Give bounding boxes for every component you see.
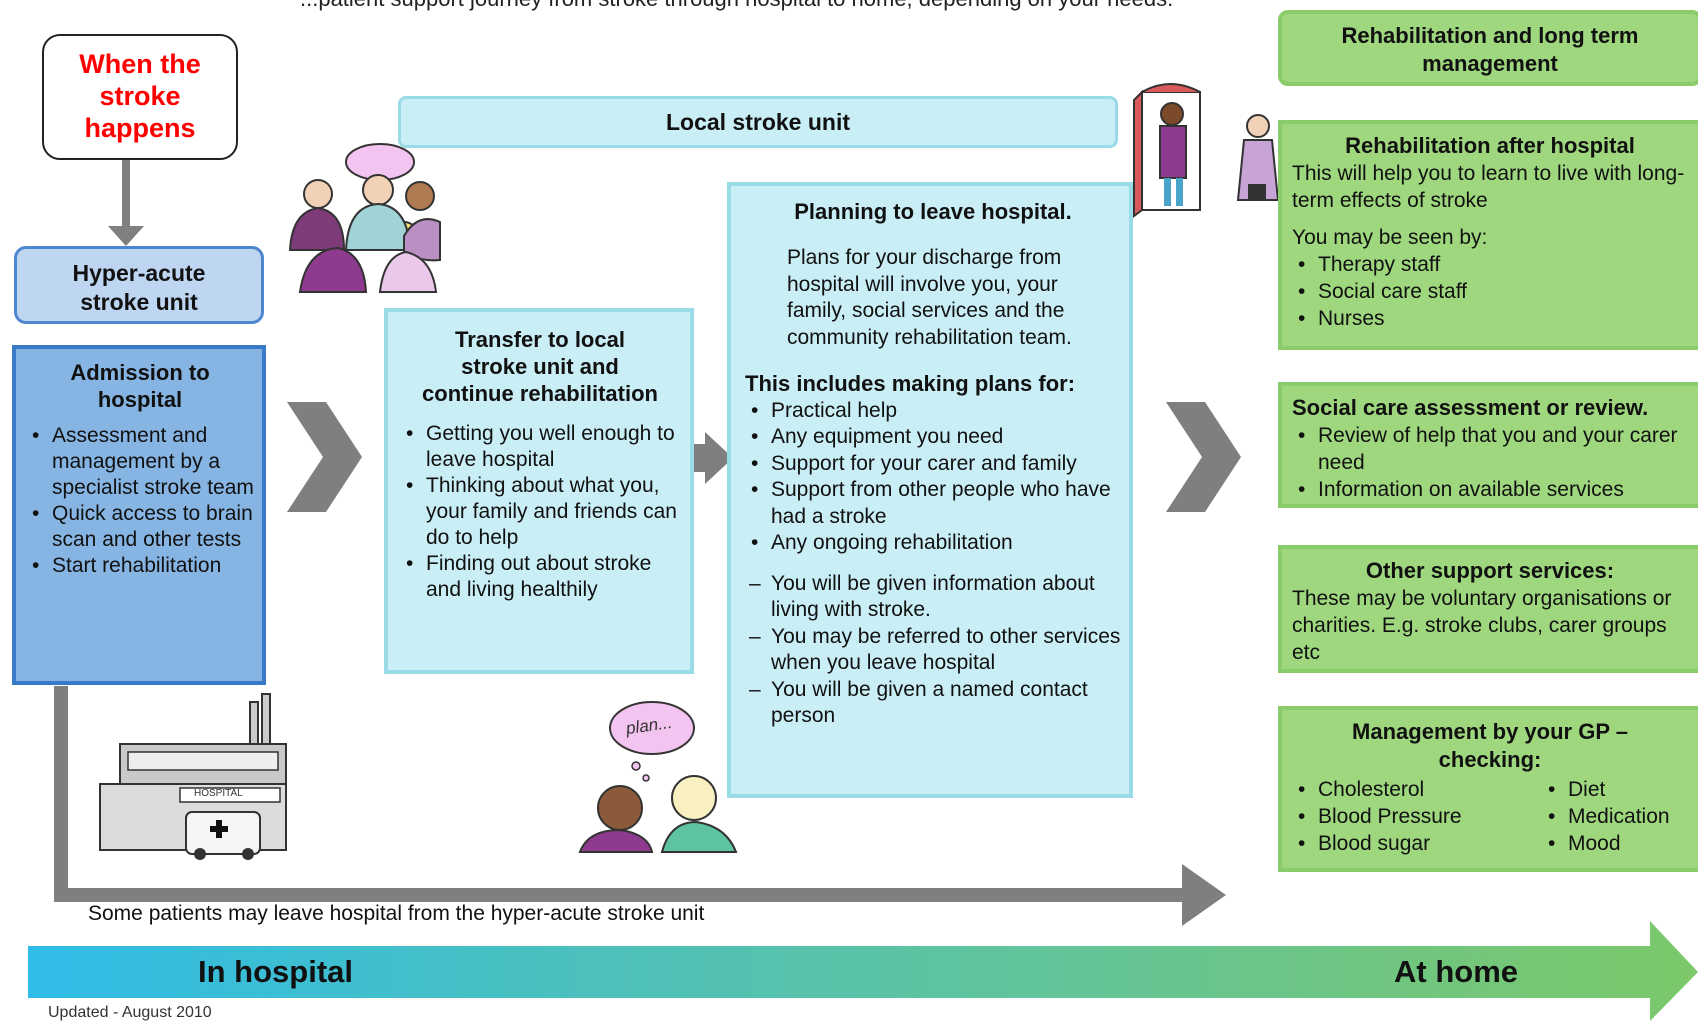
transfer-title-line-2: stroke unit and <box>461 354 619 379</box>
rehab-after-list: Therapy staff Social care staff Nurses <box>1292 251 1688 332</box>
social-care-box: Social care assessment or review. Review… <box>1278 382 1698 508</box>
connector-arrow-down <box>108 160 144 246</box>
transfer-title-line-3: continue rehabilitation <box>422 381 658 406</box>
rehab-long-line-1: Rehabilitation and long term <box>1341 23 1639 48</box>
admission-title-line-2: hospital <box>97 387 183 412</box>
social-item: Information on available services <box>1292 476 1688 503</box>
planning-dash-list: You will be given information about livi… <box>745 571 1121 730</box>
planning-includes-heading: This includes making plans for: <box>745 371 1076 396</box>
transfer-item: Getting you well enough to leave hospita… <box>400 421 680 473</box>
people-group-illustration <box>288 143 441 293</box>
transfer-item: Finding out about stroke and living heal… <box>400 551 680 603</box>
intro-text: ...patient support journey from stroke t… <box>300 0 1173 12</box>
local-stroke-unit-header: Local stroke unit <box>398 96 1118 148</box>
gp-title-line-2: checking: <box>1438 747 1542 772</box>
admission-item: Quick access to brain scan and other tes… <box>26 501 254 553</box>
small-right-arrow <box>687 432 733 484</box>
planning-dash-item: You will be given a named contact person <box>745 677 1121 730</box>
nurse-door-illustration <box>1133 83 1280 218</box>
admission-title-line-1: Admission to <box>70 360 210 385</box>
gp-management-box: Management by your GP – checking: Choles… <box>1278 706 1698 872</box>
rehab-after-item: Social care staff <box>1292 278 1688 305</box>
gp-item: Cholesterol <box>1292 776 1542 803</box>
planning-paragraph: Plans for your discharge from hospital w… <box>787 246 1072 349</box>
admission-item: Assessment and management by a specialis… <box>26 423 254 501</box>
rehab-long-line-2: management <box>1422 51 1558 76</box>
planning-item: Practical help <box>745 398 1121 425</box>
planning-dash-item: You may be referred to other services wh… <box>745 624 1121 677</box>
social-item: Review of help that you and your carer n… <box>1292 422 1688 476</box>
social-list: Review of help that you and your carer n… <box>1292 422 1688 503</box>
rehab-after-item: Nurses <box>1292 305 1688 332</box>
other-support-box: Other support services: These may be vol… <box>1278 545 1698 673</box>
planning-item: Any equipment you need <box>745 424 1121 451</box>
hyper-line-1: Hyper-acute <box>72 260 206 286</box>
other-title: Other support services: <box>1365 558 1615 583</box>
updated-date: Updated - August 2010 <box>48 1004 212 1021</box>
admission-item: Start rehabilitation <box>26 553 254 579</box>
rehab-after-item: Therapy staff <box>1292 251 1688 278</box>
in-hospital-label: In hospital <box>198 954 353 989</box>
planning-list: Practical help Any equipment you need Su… <box>745 398 1121 557</box>
gp-item: Blood sugar <box>1292 830 1542 857</box>
rehab-long-term-header: Rehabilitation and long term management <box>1278 10 1698 86</box>
transfer-item: Thinking about what you, your family and… <box>400 473 680 551</box>
stroke-happens-box: When the stroke happens <box>42 34 238 160</box>
rehab-after-hospital-box: Rehabilitation after hospital This will … <box>1278 120 1698 350</box>
gp-item: Mood <box>1542 830 1670 857</box>
other-text: These may be voluntary organisations or … <box>1292 587 1672 664</box>
gp-item: Blood Pressure <box>1292 803 1542 830</box>
hyper-acute-unit-box: Hyper-acute stroke unit <box>14 246 264 324</box>
transfer-title-line-1: Transfer to local <box>455 327 625 352</box>
hospital-sign-text: HOSPITAL <box>194 788 243 799</box>
leave-note: Some patients may leave hospital from th… <box>88 902 705 925</box>
planning-item: Any ongoing rehabilitation <box>745 530 1121 557</box>
at-home-label: At home <box>1394 954 1518 989</box>
plan-people-illustration <box>578 701 738 853</box>
planning-item: Support from other people who have had a… <box>745 477 1121 530</box>
transfer-list: Getting you well enough to leave hospita… <box>400 421 680 603</box>
rehab-after-title: Rehabilitation after hospital <box>1345 133 1635 158</box>
hospital-home-band <box>28 921 1698 1021</box>
gp-title-line-1: Management by your GP – <box>1352 719 1628 744</box>
hyper-line-2: stroke unit <box>80 289 198 315</box>
admission-box: Admission to hospital Assessment and man… <box>12 345 266 685</box>
chevron-arrow-2 <box>1166 402 1241 512</box>
hospital-building-illustration <box>99 693 287 860</box>
transfer-title: Transfer to local stroke unit and contin… <box>400 326 680 407</box>
chevron-arrow-1 <box>287 402 362 512</box>
bottom-route-arrow <box>54 686 1226 926</box>
admission-title: Admission to hospital <box>26 359 254 413</box>
gp-list-2: Diet Medication Mood <box>1542 776 1670 857</box>
stroke-line-3: happens <box>84 113 196 143</box>
rehab-after-seen-by: You may be seen by: <box>1292 226 1488 249</box>
transfer-box: Transfer to local stroke unit and contin… <box>384 308 694 674</box>
admission-list: Assessment and management by a specialis… <box>26 423 254 579</box>
rehab-after-text: This will help you to learn to live with… <box>1292 162 1685 212</box>
gp-item: Medication <box>1542 803 1670 830</box>
gp-columns: Cholesterol Blood Pressure Blood sugar D… <box>1292 774 1688 857</box>
gp-item: Diet <box>1542 776 1670 803</box>
stroke-line-1: When the <box>79 49 201 79</box>
planning-dash-item: You will be given information about livi… <box>745 571 1121 624</box>
social-title: Social care assessment or review. <box>1292 395 1649 420</box>
gp-list-1: Cholesterol Blood Pressure Blood sugar <box>1292 776 1542 857</box>
planning-item: Support for your carer and family <box>745 451 1121 478</box>
planning-title: Planning to leave hospital. <box>794 199 1072 224</box>
stroke-line-2: stroke <box>99 81 181 111</box>
planning-box: Planning to leave hospital. Plans for yo… <box>727 182 1133 798</box>
